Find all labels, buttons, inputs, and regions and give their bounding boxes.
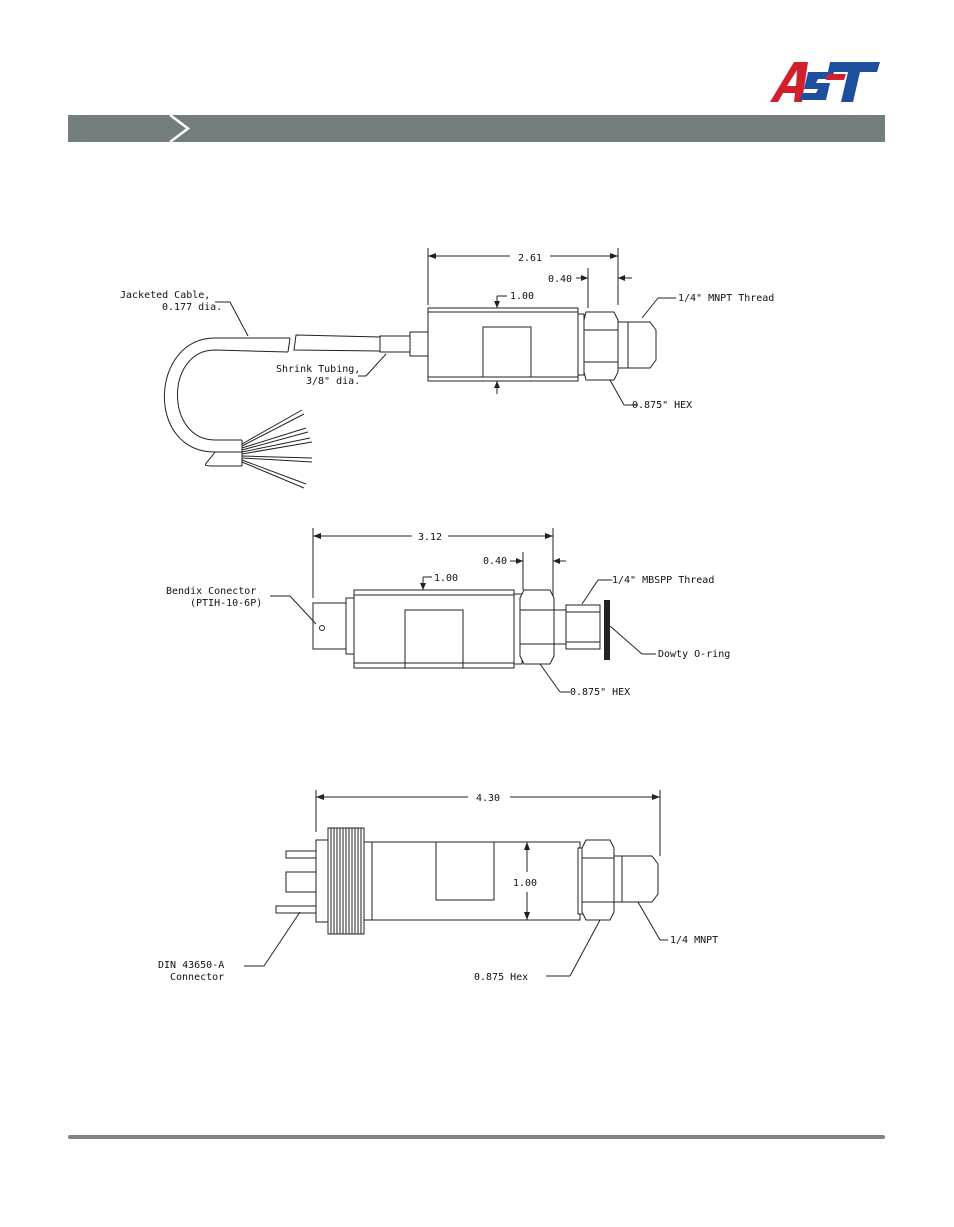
label-oring: Dowty O-ring [658,649,730,660]
dim-overall-length: 3.12 [418,532,442,543]
dim-thread-length: 0.40 [483,556,507,567]
label-hex: 0.875 Hex [474,972,528,983]
label-shrink-line2: 3/8" dia. [306,376,360,387]
dim-body-diameter: 1.00 [510,291,534,302]
label-hex: 0.875" HEX [632,400,692,411]
label-shrink-line1: Shrink Tubing, [276,364,360,375]
footer-rule [68,1135,885,1139]
label-thread: 1/4" MNPT Thread [678,293,774,304]
label-connector-line1: DIN 43650-A [158,960,224,971]
drawing-din-version: 4.30 1.00 1/4 MNPT 0.875 Hex DIN 43650 [0,780,954,990]
label-thread: 1/4 MNPT [670,935,718,946]
drawing-bendix-version: 3.12 0.40 1.00 1/4" MBSPP Thread Dowty O… [0,520,954,720]
dim-overall-length: 4.30 [476,793,500,804]
label-connector-line1: Bendix Conector [166,586,256,597]
label-cable-line1: Jacketed Cable, [120,290,210,301]
drawing-cable-version: 2.61 0.40 1.00 1/4" MNPT Thread 0.875" H… [0,0,954,520]
label-connector-line2: Connector [170,972,224,983]
dim-thread-length: 0.40 [548,274,572,285]
dim-overall-length: 2.61 [518,253,542,264]
label-hex: 0.875" HEX [570,687,630,698]
dim-body-diameter: 1.00 [513,878,537,889]
label-connector-line2: (PTIH-10-6P) [190,598,262,609]
dim-body-diameter: 1.00 [434,573,458,584]
label-cable-line2: 0.177 dia. [162,302,222,313]
label-thread: 1/4" MBSPP Thread [612,575,714,586]
